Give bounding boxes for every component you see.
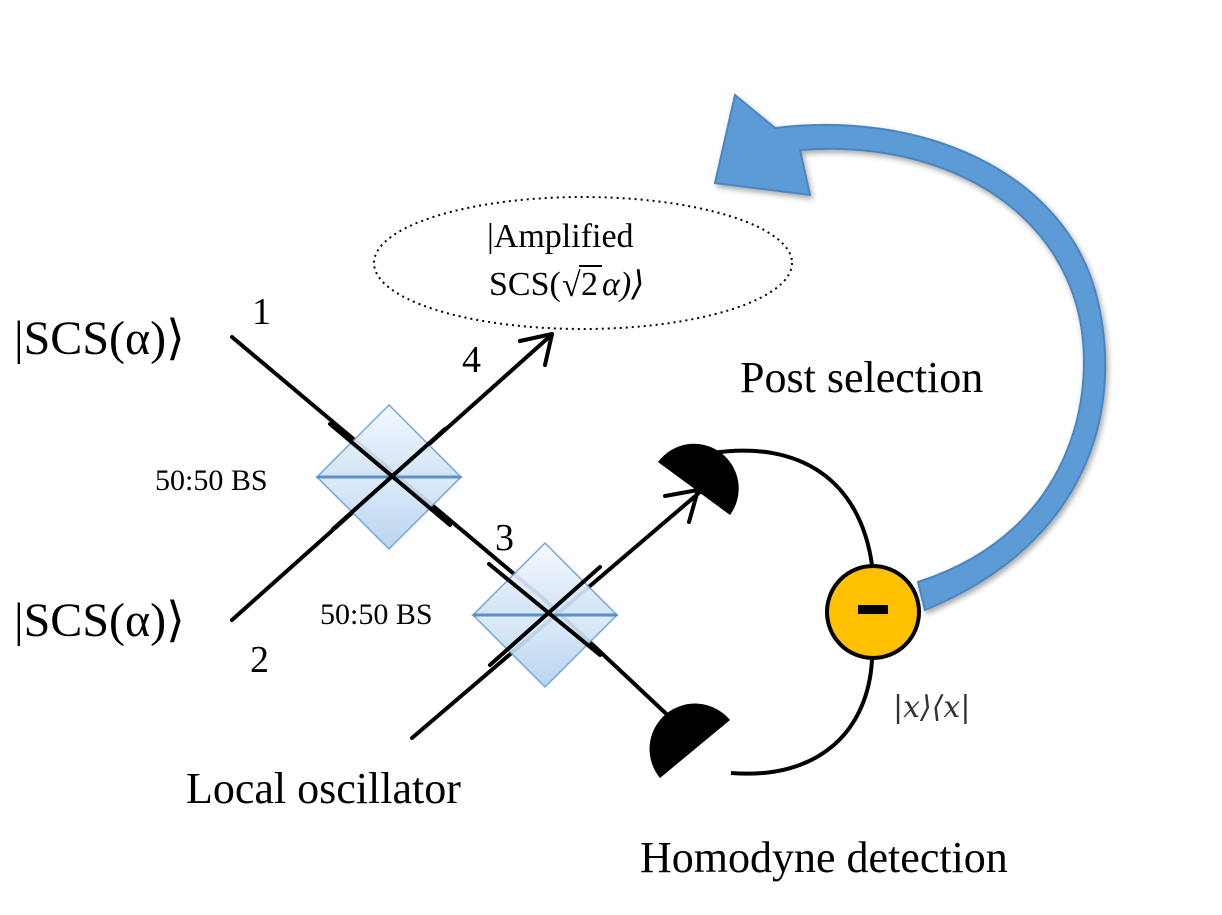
port-label-4: 4 <box>462 339 481 381</box>
port-label-1: 1 <box>252 291 271 333</box>
port-label-2: 2 <box>250 639 269 681</box>
detector-wiring <box>711 448 874 776</box>
svg-text:α)⟩: α)⟩ <box>602 266 644 303</box>
sqrt-symbol: √ <box>562 267 581 304</box>
feedback-arrow <box>713 93 1107 612</box>
local-oscillator-label: Local oscillator <box>186 764 461 813</box>
projector-label: |x⟩⟨x| <box>893 690 970 725</box>
input-state-bottom: |SCS(α)⟩ <box>14 594 185 647</box>
output-state-oval <box>373 196 793 330</box>
output-label-line1: |Amplified <box>487 218 634 255</box>
arrowhead-port-4 <box>518 332 554 367</box>
beam-paths <box>230 335 702 740</box>
sqrt-arg: 2 <box>581 266 598 303</box>
subtractor-icon <box>825 564 921 660</box>
bs1-label: 50:50 BS <box>155 464 268 497</box>
svg-text:SCS(: SCS( <box>489 266 561 303</box>
port-label-3: 3 <box>495 517 514 559</box>
input-state-top: |SCS(α)⟩ <box>14 312 185 365</box>
bs2-label: 50:50 BS <box>320 598 433 631</box>
upper-detector-icon <box>658 443 739 515</box>
output-label-line2: SCS( √ 2 α)⟩ <box>489 265 644 304</box>
homodyne-detection-label: Homodyne detection <box>640 833 1008 882</box>
beam-crossings <box>328 422 602 667</box>
lower-detector-icon <box>649 703 730 778</box>
post-selection-label: Post selection <box>740 353 983 402</box>
